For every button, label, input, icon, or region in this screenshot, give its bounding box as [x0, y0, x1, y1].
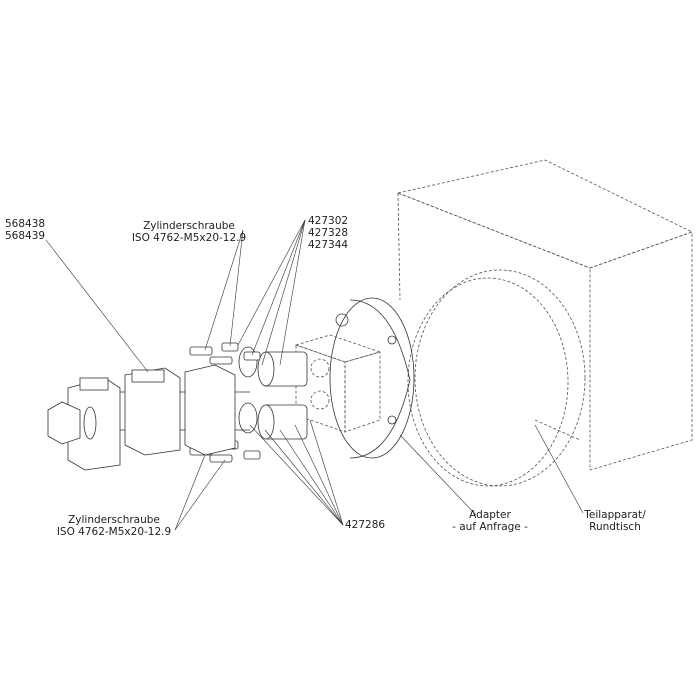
screw-top-label: Zylinderschraube — [143, 220, 235, 232]
adapter-note: - auf Anfrage - — [452, 521, 528, 533]
adapter-disk — [329, 297, 415, 459]
cylinders — [238, 346, 308, 440]
screw-bottom-label: Zylinderschraube — [68, 514, 160, 526]
indexer-label: Teilapparat/ — [584, 509, 646, 521]
leader-lines — [45, 219, 584, 531]
clamp-assembly — [47, 364, 250, 471]
part-number-427328: 427328 — [308, 227, 349, 239]
screw-top-spec: ISO 4762-M5x20-12.9 — [131, 232, 247, 244]
adapter-label: Adapter — [469, 509, 511, 521]
part-number-568439: 568439 — [5, 230, 46, 242]
adapter-block — [294, 334, 382, 433]
indexer-label-2: Rundtisch — [589, 521, 641, 533]
part-number-568438: 568438 — [5, 218, 46, 230]
screw-bottom-spec: ISO 4762-M5x20-12.9 — [56, 526, 172, 538]
part-number-427286: 427286 — [345, 519, 386, 531]
part-number-427302: 427302 — [308, 215, 349, 227]
indexing-table-outline — [396, 159, 694, 487]
part-number-427344: 427344 — [308, 239, 349, 251]
